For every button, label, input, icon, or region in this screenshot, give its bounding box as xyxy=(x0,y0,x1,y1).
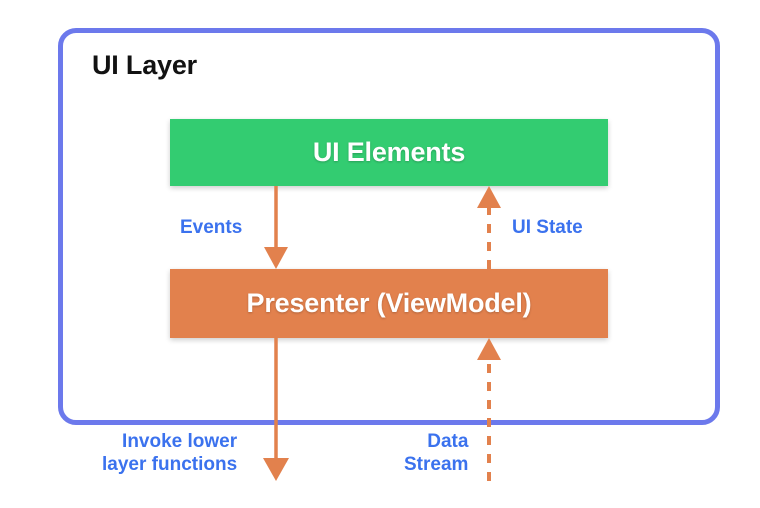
ui-layer-container xyxy=(58,28,720,425)
data-stream-label: Data Stream xyxy=(404,431,469,475)
ui-state-label: UI State xyxy=(512,217,583,238)
ui-elements-label: UI Elements xyxy=(312,137,466,167)
presenter-label: Presenter (ViewModel) xyxy=(246,288,532,318)
presenter-box[interactable]: Presenter (ViewModel) xyxy=(170,269,608,338)
invoke-lower-layer-label: Invoke lower layer functions xyxy=(102,431,238,475)
events-label: Events xyxy=(180,217,243,238)
ui-layer-title: UI Layer xyxy=(92,50,197,80)
ui-elements-box[interactable]: UI Elements xyxy=(170,119,608,186)
